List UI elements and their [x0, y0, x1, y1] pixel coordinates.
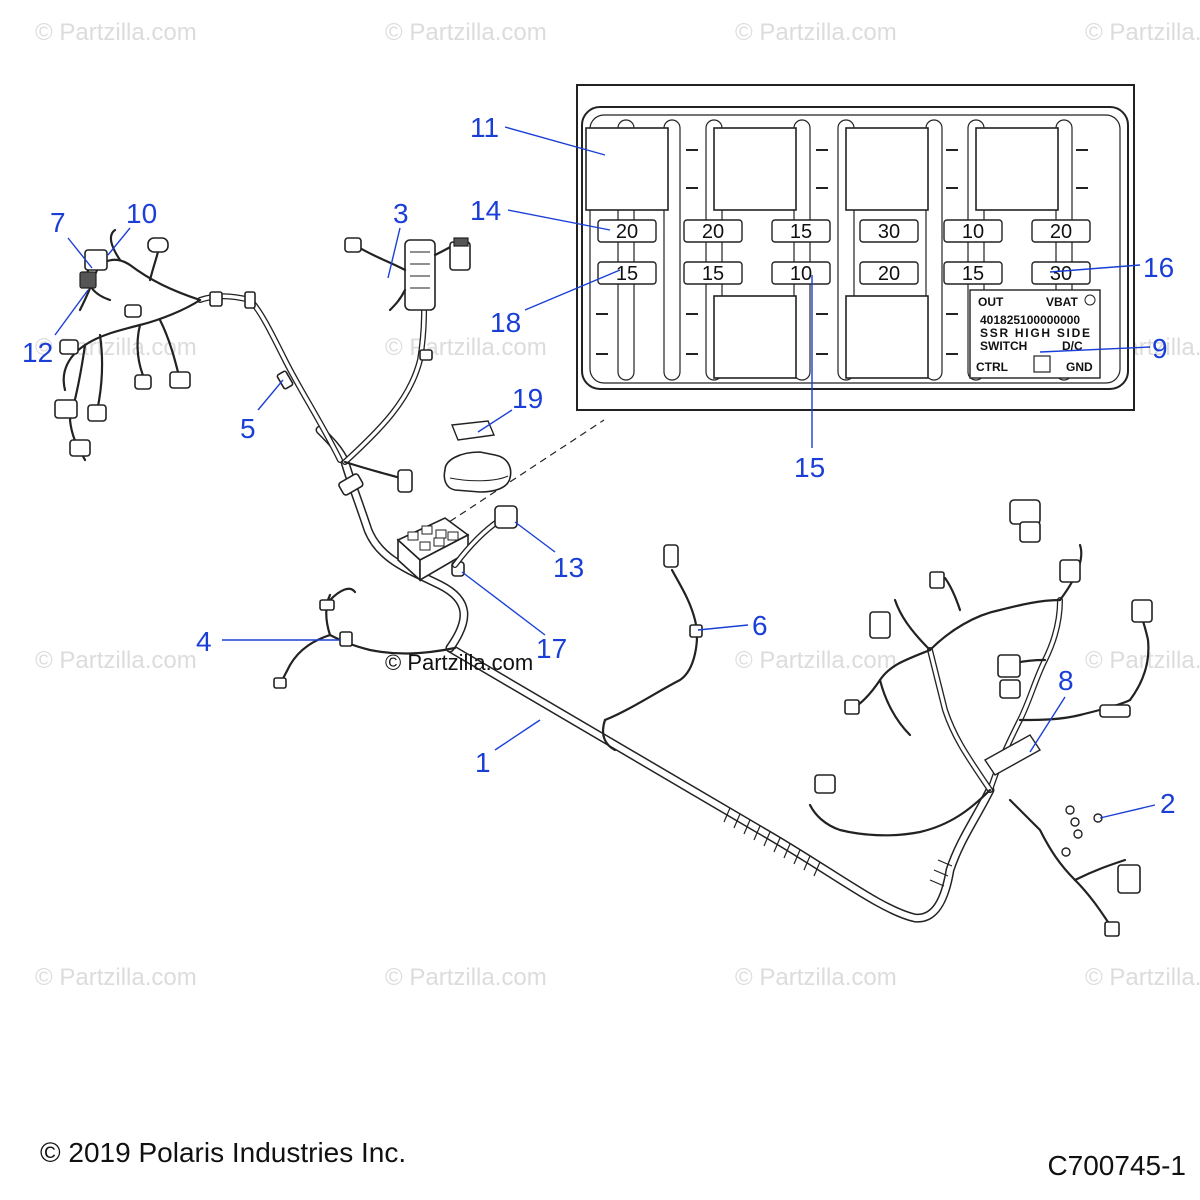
callout-8: 8 — [1058, 665, 1074, 696]
callout-10: 10 — [126, 198, 157, 229]
fuse-value: 15 — [702, 263, 724, 285]
callout-2: 2 — [1160, 788, 1176, 819]
callout-3: 3 — [393, 198, 409, 229]
fuse-value: 30 — [1050, 263, 1072, 285]
callout-14: 14 — [470, 195, 501, 226]
callout-12: 12 — [22, 337, 53, 368]
ssr-label-out: OUT — [978, 295, 1004, 309]
relay-block — [845, 127, 929, 211]
watermark: © Partzilla.com — [385, 964, 547, 991]
watermark: © Partzilla.com — [385, 19, 547, 46]
fuse-value: 10 — [962, 221, 984, 243]
callout-16: 16 — [1143, 252, 1174, 283]
relay-block — [845, 295, 929, 379]
detail-dashed-line — [439, 419, 605, 529]
callout-9: 9 — [1152, 333, 1168, 364]
fuse-panel-detail: 20 20 15 30 10 20 15 15 10 20 15 30 — [576, 84, 1135, 411]
callout-18: 18 — [490, 307, 521, 338]
watermark: © Partzilla.com — [735, 964, 897, 991]
callout-4: 4 — [196, 626, 212, 657]
relay-block — [585, 127, 669, 211]
copyright-text: © 2019 Polaris Industries Inc. — [40, 1137, 407, 1168]
fuse-row-bottom: 15 15 10 20 15 30 — [597, 261, 1091, 285]
fuse-value: 15 — [962, 263, 984, 285]
fuse-value: 15 — [790, 221, 812, 243]
watermark: © Partzilla.com — [735, 19, 897, 46]
ssr-line2b: D/C — [1062, 339, 1083, 353]
screws — [1061, 805, 1103, 857]
control-module — [443, 420, 512, 493]
watermark: © Partzilla.com — [735, 647, 897, 674]
watermark: © Partzilla.com — [35, 19, 197, 46]
ssr-label-gnd: GND — [1066, 360, 1093, 374]
callout-13: 13 — [553, 552, 584, 583]
callout-15: 15 — [794, 452, 825, 483]
watermark: © Partzilla.com — [1085, 964, 1200, 991]
callout-6: 6 — [752, 610, 768, 641]
callout-17: 17 — [536, 633, 567, 664]
callouts: 1 2 3 4 5 6 7 8 9 10 11 12 13 — [22, 112, 1176, 819]
ssr-label-ctrl: CTRL — [976, 360, 1008, 374]
callout-7: 7 — [50, 207, 66, 238]
panel-dashes — [596, 149, 1088, 355]
ssr-label-vbat: VBAT — [1046, 295, 1078, 309]
fuse-value: 30 — [878, 221, 900, 243]
watermark: © Partzilla.com — [385, 334, 547, 361]
conduit-rings — [723, 807, 953, 887]
callout-19: 19 — [512, 383, 543, 414]
fuse-box — [396, 517, 470, 582]
watermark: © Partzilla.com — [35, 964, 197, 991]
fuse-value: 20 — [878, 263, 900, 285]
ssr-line2a: SWITCH — [980, 339, 1027, 353]
fuse-value: 20 — [616, 221, 638, 243]
watermark: © Partzilla.com — [1085, 19, 1200, 46]
fuse-row-top: 20 20 15 30 10 20 — [597, 219, 1091, 243]
fuse-value: 10 — [790, 263, 812, 285]
fuse-value: 20 — [1050, 221, 1072, 243]
watermark: © Partzilla.com — [1085, 647, 1200, 674]
ssr-line1: SSR HIGH SIDE — [980, 326, 1090, 340]
relay-block — [975, 127, 1059, 211]
fuse-value: 15 — [616, 263, 638, 285]
callout-11: 11 — [470, 112, 499, 143]
harness-drawing — [54, 228, 1153, 937]
diagram-code: C700745-1 — [1047, 1150, 1186, 1181]
ssr-part-number: 401825100000000 — [980, 313, 1080, 327]
callout-1: 1 — [475, 747, 491, 778]
relay-block — [713, 295, 797, 379]
watermark: © Partzilla.com — [35, 647, 197, 674]
ssr-module: OUT VBAT 401825100000000 SSR HIGH SIDE S… — [969, 289, 1101, 379]
callout-5: 5 — [240, 413, 256, 444]
relay-block — [713, 127, 797, 211]
fuse-value: 20 — [702, 221, 724, 243]
center-watermark: © Partzilla.com — [385, 650, 533, 675]
